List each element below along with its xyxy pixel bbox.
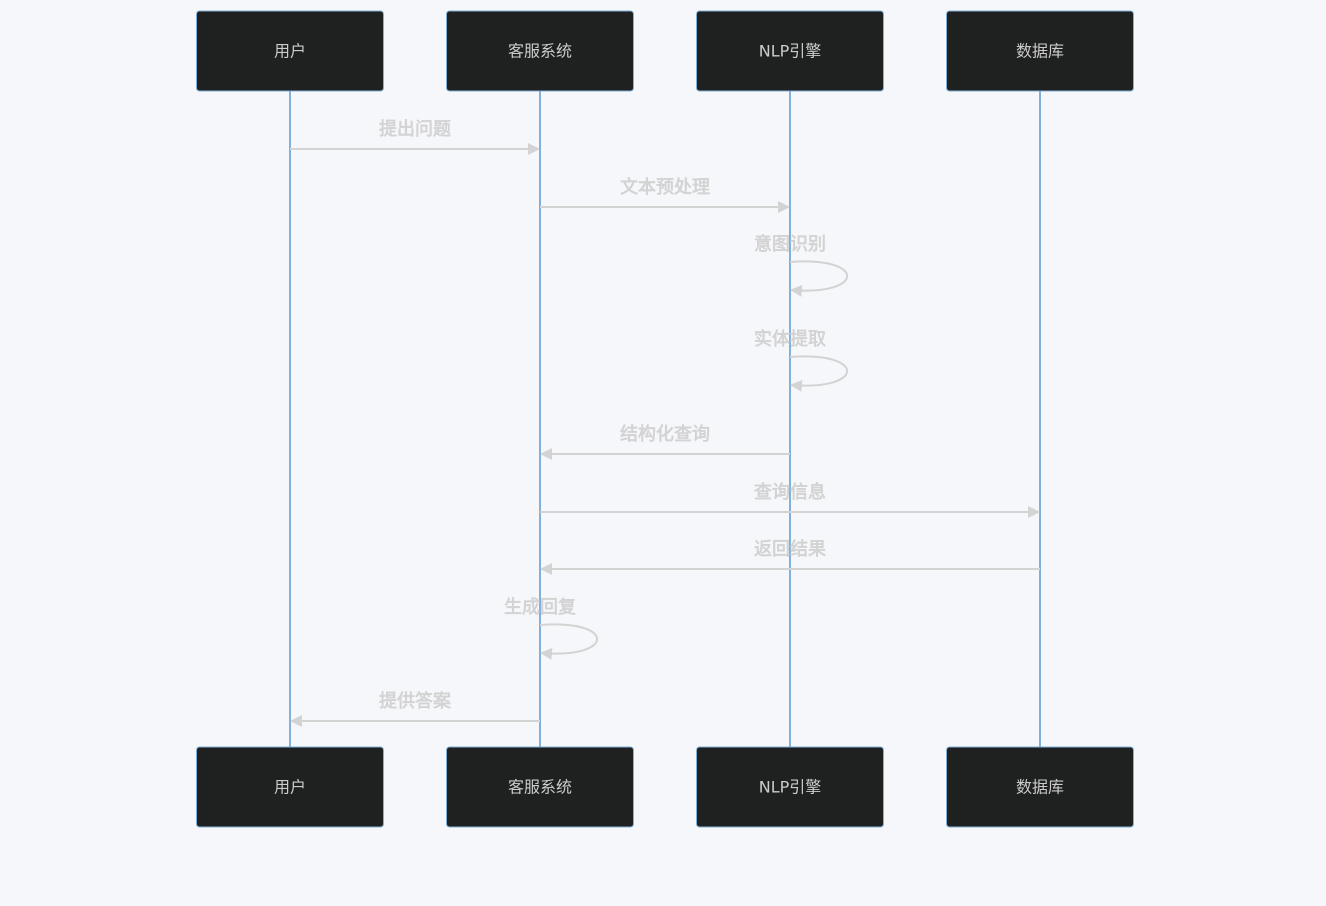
actor-label: NLP引擎 [759, 778, 822, 797]
actor-label: 客服系统 [508, 778, 572, 797]
actors-top: 用户 客服系统 NLP引擎 数据库 [196, 10, 1134, 92]
message-label: 生成回复 [504, 596, 577, 618]
message-1: 文本预处理 [540, 176, 790, 213]
message-label: 返回结果 [754, 538, 827, 560]
actor-label: 客服系统 [508, 42, 572, 61]
actor-box [946, 10, 1134, 92]
actor-bottom-1: 客服系统 [446, 746, 634, 828]
actor-top-1: 客服系统 [446, 10, 634, 92]
actor-label: 用户 [274, 778, 306, 797]
actor-box [446, 746, 634, 828]
message-2: 意图识别 [754, 233, 849, 297]
actor-label: 数据库 [1016, 42, 1064, 61]
actor-top-3: 数据库 [946, 10, 1134, 92]
actor-box [446, 10, 634, 92]
actor-label: 数据库 [1016, 778, 1064, 797]
message-label: 提供答案 [379, 690, 452, 712]
actor-box [946, 746, 1134, 828]
message-label: 文本预处理 [620, 176, 710, 198]
message-loop [789, 355, 849, 392]
actor-top-2: NLP引擎 [696, 10, 884, 92]
message-loop [789, 260, 849, 297]
actor-box [196, 746, 384, 828]
message-5: 查询信息 [540, 481, 1040, 518]
actor-box [696, 746, 884, 828]
message-6: 返回结果 [540, 538, 1040, 575]
message-label: 实体提取 [754, 328, 827, 350]
actor-bottom-2: NLP引擎 [696, 746, 884, 828]
actor-bottom-3: 数据库 [946, 746, 1134, 828]
message-label: 意图识别 [754, 233, 826, 255]
lifelines [289, 91, 1041, 747]
actor-bottom-0: 用户 [196, 746, 384, 828]
message-4: 结构化查询 [540, 423, 790, 460]
actor-label: 用户 [274, 42, 306, 61]
message-3: 实体提取 [754, 328, 849, 392]
message-8: 提供答案 [290, 690, 540, 727]
message-label: 提出问题 [379, 118, 452, 140]
message-loop [539, 623, 599, 660]
message-label: 结构化查询 [620, 423, 710, 445]
message-7: 生成回复 [504, 596, 599, 660]
actor-top-0: 用户 [196, 10, 384, 92]
message-label: 查询信息 [754, 481, 826, 503]
actor-box [196, 10, 384, 92]
actor-box [696, 10, 884, 92]
message-0: 提出问题 [290, 118, 540, 155]
actors-bottom: 用户 客服系统 NLP引擎 数据库 [196, 746, 1134, 828]
actor-label: NLP引擎 [759, 42, 822, 61]
